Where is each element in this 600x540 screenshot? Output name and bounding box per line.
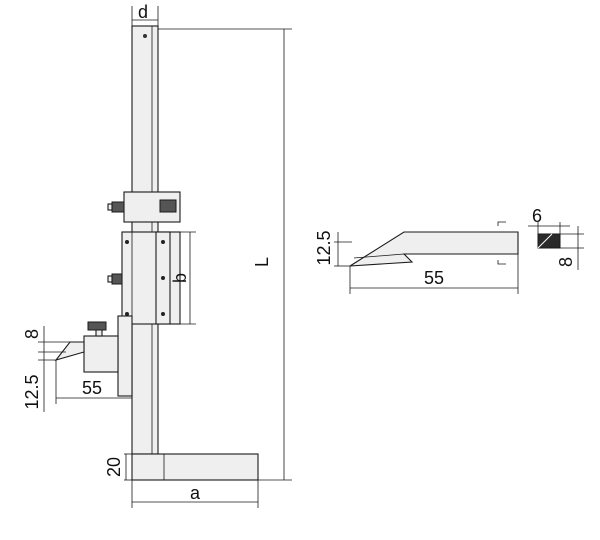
holder-clamp-knob bbox=[87, 321, 107, 331]
section-hatch bbox=[537, 233, 553, 249]
detail-dim-offset-label: 12.5 bbox=[314, 230, 334, 265]
dim-base-height-label: 20 bbox=[104, 457, 124, 477]
dim-a-label: a bbox=[190, 483, 201, 503]
dim-b-label: b bbox=[170, 273, 190, 283]
detail-bracket-top bbox=[497, 221, 506, 226]
upper-clamp-cap bbox=[107, 203, 113, 211]
dim-d-label: d bbox=[138, 2, 148, 22]
dim-scriber-thickness-label: 8 bbox=[22, 329, 42, 339]
slider-screw-2 bbox=[125, 312, 129, 316]
dim-scriber-length-label: 55 bbox=[82, 378, 102, 398]
vernier-screw-3 bbox=[161, 312, 165, 316]
detail-dim-length-label: 55 bbox=[424, 268, 444, 288]
scriber-cross-section bbox=[537, 233, 561, 249]
main-dimensions: d L b 20 a 8 12.5 55 bbox=[22, 2, 292, 508]
lower-clamp-cap bbox=[107, 275, 113, 283]
base-block bbox=[131, 453, 259, 481]
scriber-detail-view: 12.5 55 6 8 bbox=[314, 206, 584, 294]
scriber-detail-outline bbox=[349, 231, 519, 267]
lower-clamp-screw bbox=[111, 273, 123, 285]
detail-dim-width-label: 6 bbox=[532, 206, 542, 226]
height-gauge-main-view bbox=[54, 25, 259, 481]
detail-bracket-bottom bbox=[497, 260, 506, 265]
slider-screw-1 bbox=[125, 240, 129, 244]
vernier-screw-2 bbox=[161, 276, 165, 280]
fine-adjust-knurl bbox=[159, 199, 177, 213]
detail-dim-height-label: 8 bbox=[556, 257, 576, 267]
beam-top-hole bbox=[143, 34, 147, 38]
dim-L-label: L bbox=[252, 257, 272, 267]
vernier-screw-1 bbox=[161, 240, 165, 244]
scriber-blade bbox=[54, 341, 85, 361]
holder-arm bbox=[117, 315, 133, 397]
scriber-holder-block bbox=[83, 335, 119, 373]
dim-scriber-offset-label: 12.5 bbox=[22, 374, 42, 409]
upper-clamp-screw bbox=[111, 201, 125, 213]
scriber-detail-edge bbox=[353, 253, 405, 259]
